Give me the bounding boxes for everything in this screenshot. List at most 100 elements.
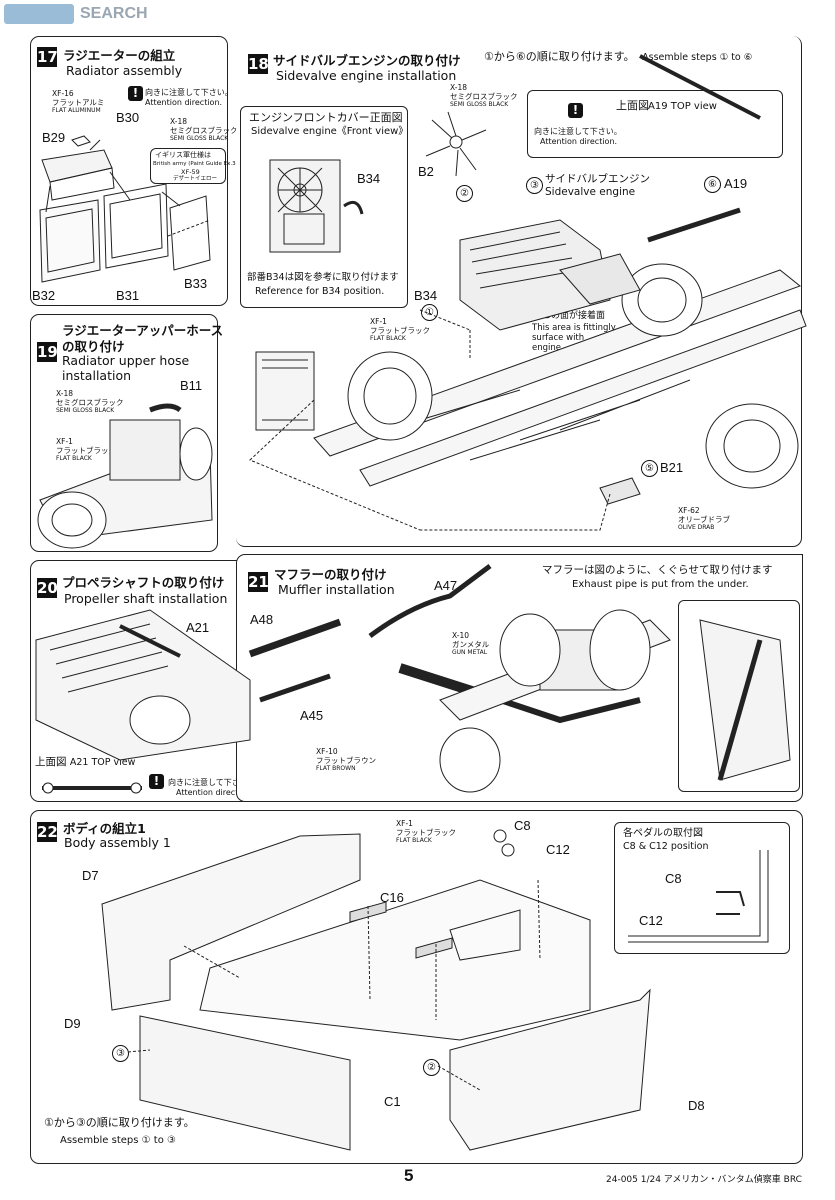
page-number: 5 — [404, 1166, 414, 1185]
step-18-number: 18 — [248, 54, 269, 74]
propeller-shaft-illustration — [35, 609, 251, 794]
paint-en: FLAT BLACK — [396, 837, 432, 844]
warning-en: Attention direction. — [145, 98, 223, 107]
muffler-illustration — [248, 564, 791, 793]
warning-jp: 向きに注意して下さい。 — [145, 88, 233, 97]
paint-x18-b2: X-18 セミグロスブラック SEMI GLOSS BLACK — [450, 83, 518, 110]
paint-x10: X-10 ガンメタル GUN METAL — [452, 631, 490, 658]
part-b34-ref: B34 — [357, 171, 381, 186]
paint-jp: フラットブラック — [370, 325, 430, 335]
front-view-jp: エンジンフロントカバー正面図 — [249, 111, 403, 124]
part-b32: B32 — [32, 288, 56, 303]
step-19-title-en1: Radiator upper hose — [62, 353, 190, 368]
step-21-title-en: Muffler installation — [278, 582, 395, 597]
body-illustration — [101, 829, 651, 1151]
watermark-text: SEARCH — [80, 5, 148, 22]
paint-code: X-18 — [450, 83, 468, 92]
paint-jp: セミグロスブラック — [56, 397, 124, 407]
paint-jp: ガンメタル — [452, 639, 490, 649]
part-b30: B30 — [116, 110, 140, 125]
step-19-title-jp1: ラジエーターアッパーホース — [62, 323, 224, 338]
part-b34: B34 — [414, 288, 438, 303]
paint-x18: X-18 セミグロスブラック SEMI GLOSS BLACK — [170, 117, 238, 144]
paint-code: X-18 — [170, 117, 188, 126]
paint-code: XF-16 — [52, 89, 74, 98]
warning-jp: 向きに注意して下さい。 — [168, 778, 256, 787]
part-c8: C8 — [514, 818, 531, 833]
pedal-position-box: 各ペダルの取付図 C8 & C12 position C8 C12 — [614, 822, 790, 954]
paint-en: FLAT BLACK — [370, 335, 406, 342]
paint-code: X-10 — [452, 631, 470, 640]
radiator-illustration — [39, 135, 211, 283]
paint-code: X-18 — [56, 389, 74, 398]
order-note: ①から⑥の順に取り付けます。 Assemble steps ① to ⑥ — [484, 50, 753, 63]
muffler-note-en: Exhaust pipe is put from the under. — [572, 579, 749, 590]
chassis-engine-illustration — [249, 54, 807, 531]
step-marker-2: ② — [456, 185, 473, 202]
paint-en: SEMI GLOSS BLACK — [56, 407, 115, 414]
part-a45: A45 — [300, 708, 324, 723]
pedal-jp: 各ペダルの取付図 — [623, 828, 703, 839]
step-18-title-en: Sidevalve engine installation — [276, 68, 457, 83]
body-order-en: Assemble steps ① to ③ — [60, 1135, 176, 1146]
warning-en: Attention direction. — [540, 137, 618, 146]
paint-en: SEMI GLOSS BLACK — [170, 135, 229, 142]
step-20-title-jp: プロペラシャフトの取り付け — [62, 575, 225, 590]
part-a48: A48 — [250, 612, 274, 627]
paint-code: XF-10 — [316, 747, 338, 756]
step-21-title-jp: マフラーの取り付け — [274, 567, 387, 582]
part-b31: B31 — [116, 288, 140, 303]
step-22-title-jp: ボディの組立1 — [63, 821, 146, 836]
step-17-number: 17 — [37, 47, 58, 67]
step-marker-2: ② — [423, 1059, 440, 1076]
paint-jp: フラットブラック — [396, 827, 456, 837]
engine-en: Sidevalve engine — [545, 186, 636, 198]
paint-jp: フラットブラック — [56, 445, 116, 455]
step-marker-5: ⑤ — [641, 460, 658, 477]
paint-xf59-code: XF-59 — [181, 168, 200, 176]
paint-xf16: XF-16 フラットアルミ FLAT ALUMINUM — [52, 89, 104, 116]
engine-front-view-illustration — [269, 159, 364, 253]
step-21-number: 21 — [248, 572, 269, 592]
step-22-title-en: Body assembly 1 — [64, 835, 171, 850]
warning-icon: ! — [128, 86, 143, 101]
step-marker-6: ⑥ — [704, 176, 721, 193]
step-18-title-jp: サイドバルブエンジンの取り付け — [273, 53, 461, 68]
pedal-c12: C12 — [639, 913, 663, 928]
part-c16: C16 — [380, 890, 404, 905]
british-note-en: British army (Paint Guide Ex.3) — [153, 161, 238, 167]
paint-en: FLAT ALUMINUM — [52, 107, 101, 114]
body-order-jp: ①から③の順に取り付けます。 — [44, 1116, 195, 1129]
ref-jp: 部番B34は図を参考に取り付けます — [247, 272, 399, 283]
warning-icon: ! — [568, 103, 583, 118]
part-c1: C1 — [384, 1094, 401, 1109]
warning-jp: 向きに注意して下さい。 — [534, 127, 622, 136]
paint-x18-s19: X-18 セミグロスブラック SEMI GLOSS BLACK — [56, 389, 124, 416]
paint-en: FLAT BLACK — [56, 455, 92, 462]
a21-top-en: A21 TOP view — [69, 757, 136, 768]
paint-xf10: XF-10 フラットブラウン FLAT BROWN — [316, 747, 376, 774]
order-note-jp: ①から⑥の順に取り付けます。 — [484, 50, 635, 63]
pedal-en: C8 & C12 position — [623, 841, 709, 852]
ref-en: Reference for B34 position. — [255, 286, 385, 297]
step-20-number: 20 — [37, 578, 58, 598]
part-d7: D7 — [82, 868, 99, 883]
step-17-title-jp: ラジエーターの組立 — [63, 48, 176, 63]
paint-en: GUN METAL — [452, 649, 488, 656]
paint-xf1-s19: XF-1 フラットブラック FLAT BLACK — [56, 437, 116, 464]
part-d8: D8 — [688, 1098, 705, 1113]
paint-jp: セミグロスブラック — [450, 91, 518, 101]
step-20-title-en: Propeller shaft installation — [64, 591, 228, 606]
part-b21: B21 — [660, 460, 684, 475]
paint-en: OLIVE DRAB — [678, 524, 715, 531]
paint-code: XF-62 — [678, 506, 700, 515]
pedal-illustration — [628, 850, 769, 943]
paint-jp: セミグロスブラック — [170, 125, 238, 135]
order-note-en: Assemble steps ① to ⑥ — [642, 52, 753, 63]
step-marker-3: ③ — [112, 1045, 129, 1062]
step-19-title-jp2: の取り付け — [62, 339, 125, 354]
part-b11: B11 — [180, 378, 203, 393]
step-marker-1: ① — [421, 304, 438, 321]
warning-en: Attention direction. — [176, 788, 254, 797]
step-19-title-en2: installation — [62, 368, 132, 383]
